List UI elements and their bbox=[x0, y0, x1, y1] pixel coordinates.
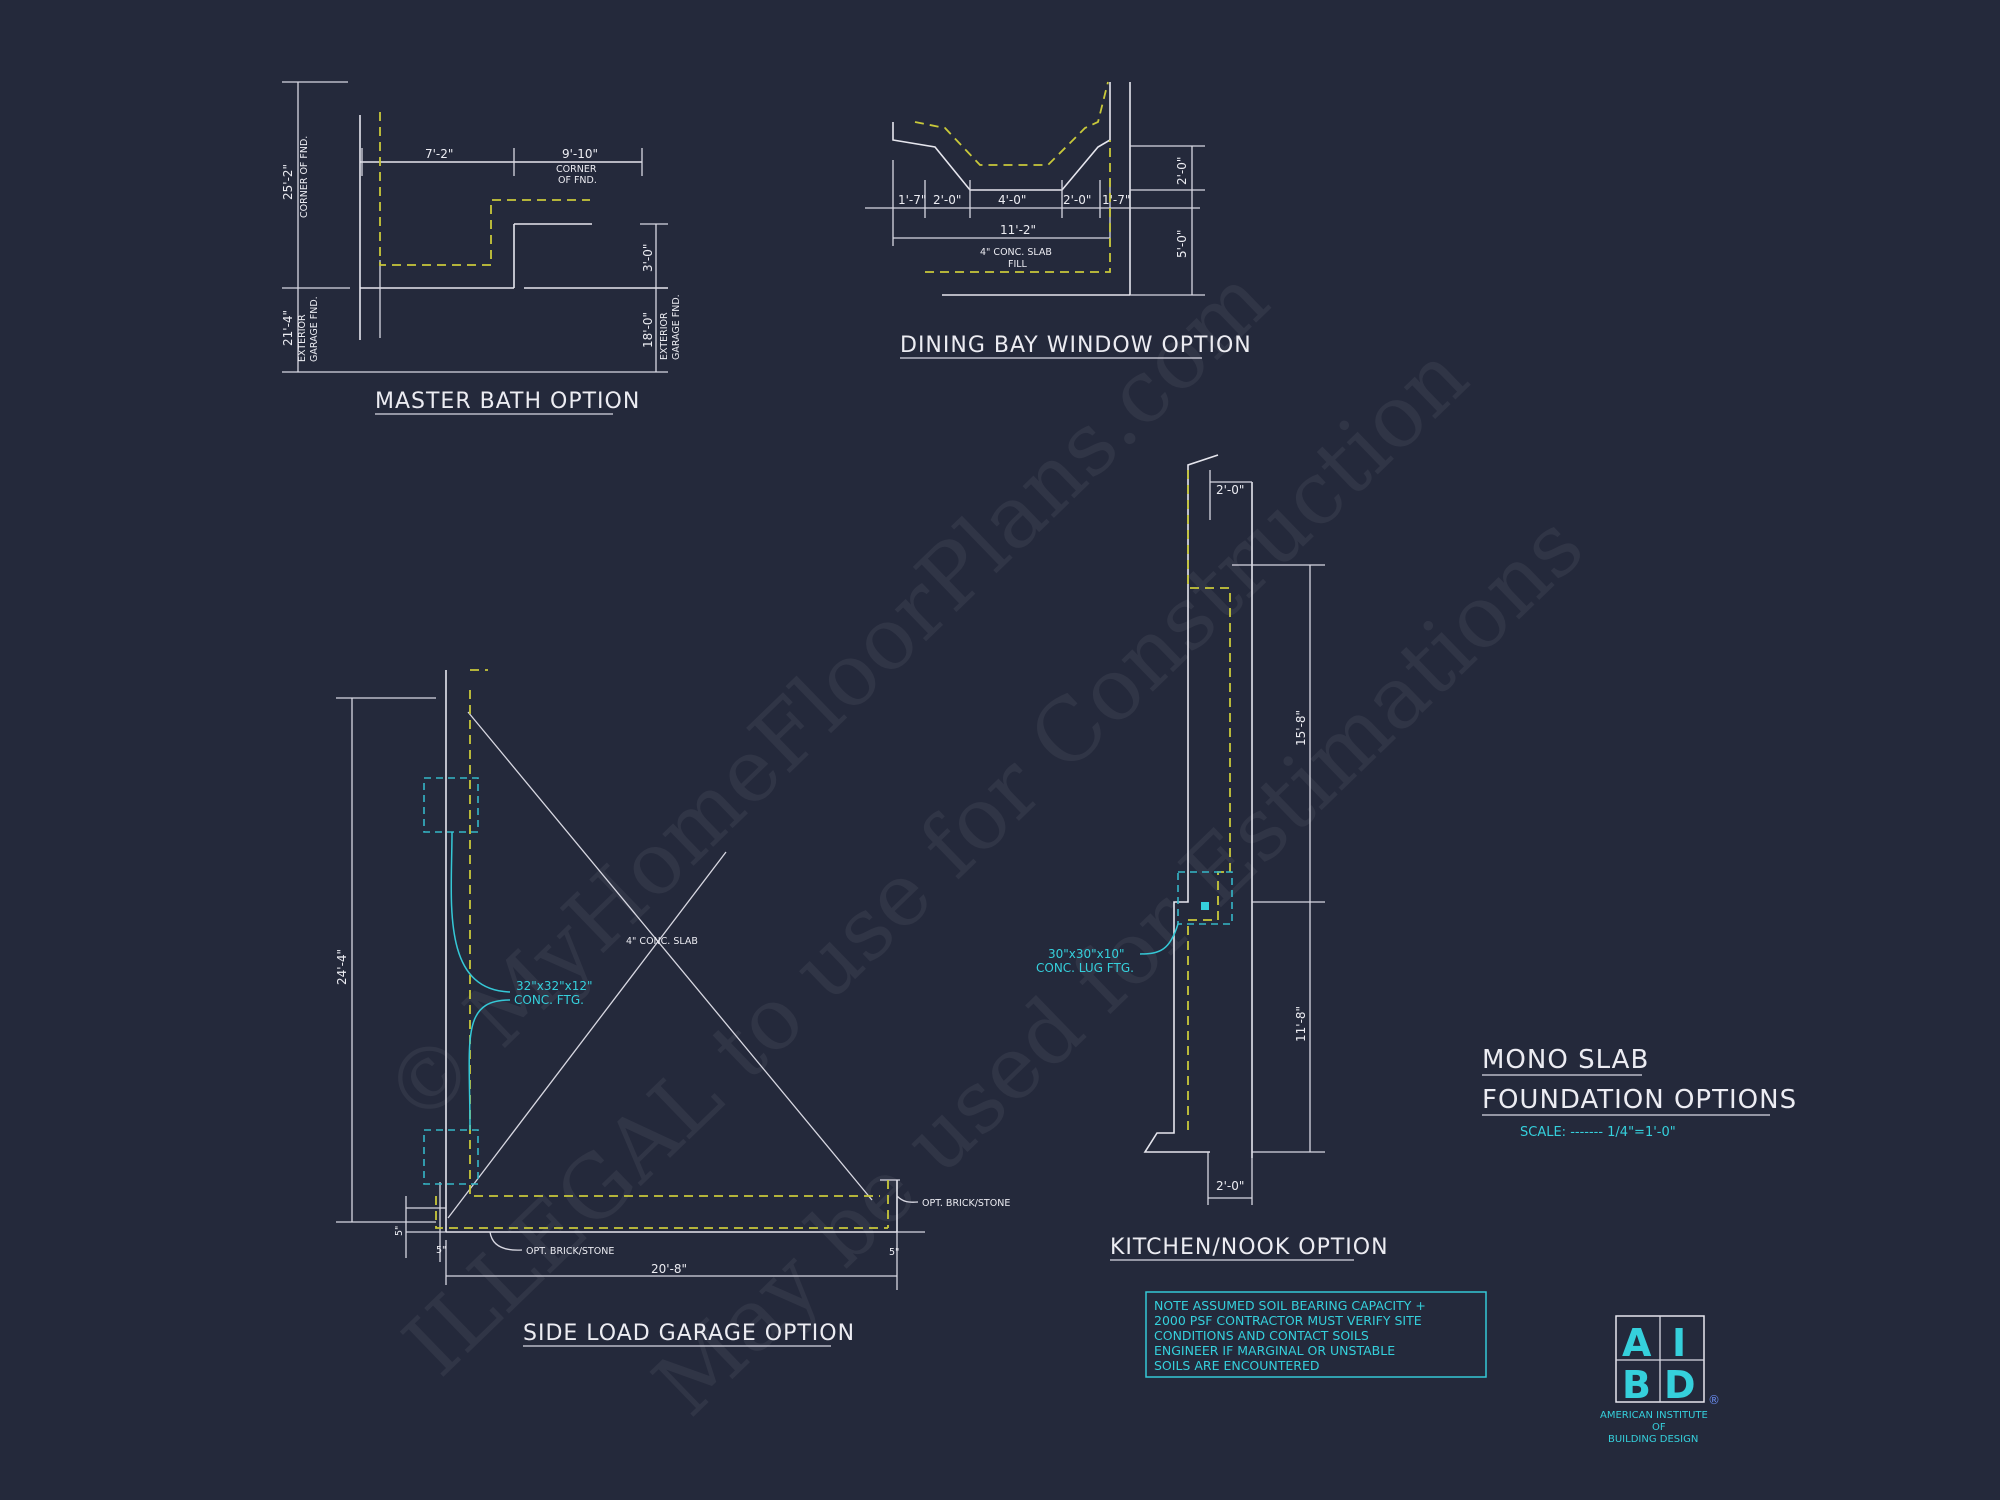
kitchen-upper-height-dim: 15'-8" bbox=[1294, 710, 1308, 746]
garage-footing-label: 32"x32"x12" bbox=[516, 979, 593, 993]
garage-brick-right-label: OPT. BRICK/STONE bbox=[922, 1198, 1010, 1209]
garage-height-dim: 24'-4" bbox=[335, 949, 349, 985]
kitchen-top-dim: 2'-0" bbox=[1216, 483, 1244, 497]
garage-small-dim-mid: 5" bbox=[436, 1245, 446, 1256]
garage-slab-label: 4" CONC. SLAB bbox=[626, 936, 698, 947]
master-bath-right-bottom-label-2: GARAGE FND. bbox=[671, 294, 682, 360]
master-bath-corner-label-2: OF FND. bbox=[558, 175, 597, 186]
dining-bay-window-option: 1'-7" 2'-0" 4'-0" 2'-0" 1'-7" 11'-2" 4" … bbox=[865, 81, 1252, 359]
logo-letter-a: A bbox=[1622, 1321, 1652, 1365]
logo-text-line-2: OF bbox=[1652, 1422, 1666, 1433]
garage-footing-bottom bbox=[423, 1129, 479, 1185]
master-bath-left-bottom-label-2: GARAGE FND. bbox=[309, 296, 320, 362]
kitchen-lug-footing bbox=[1177, 871, 1233, 925]
bay-dim-4: 2'-0" bbox=[1063, 193, 1091, 207]
bay-slab-label-2: FILL bbox=[1008, 259, 1028, 270]
garage-small-dim-right: 5" bbox=[889, 1247, 899, 1258]
bay-dim-1: 1'-7" bbox=[898, 193, 926, 207]
logo-letter-i: I bbox=[1672, 1321, 1686, 1365]
bay-dim-3: 4'-0" bbox=[998, 193, 1026, 207]
garage-small-dim-left: 5" bbox=[394, 1226, 405, 1236]
garage-footing-top bbox=[423, 777, 479, 833]
master-bath-corner-dim: 9'-10" bbox=[562, 147, 598, 161]
master-bath-width-dim: 7'-2" bbox=[425, 147, 453, 161]
logo-registered: ® bbox=[1708, 1393, 1720, 1407]
master-bath-left-top-label: CORNER OF FND. bbox=[299, 136, 310, 218]
dining-bay-title: DINING BAY WINDOW OPTION bbox=[900, 333, 1252, 358]
logo-letter-b: B bbox=[1622, 1363, 1651, 1407]
bay-right-bottom-dim: 5'-0" bbox=[1175, 230, 1189, 258]
bay-dim-2: 2'-0" bbox=[933, 193, 961, 207]
sheet-title-block: MONO SLAB FOUNDATION OPTIONS SCALE: ----… bbox=[1482, 1045, 1797, 1140]
garage-footing-label-2: CONC. FTG. bbox=[514, 993, 584, 1007]
garage-brick-bottom-label: OPT. BRICK/STONE bbox=[526, 1246, 614, 1257]
bay-right-top-dim: 2'-0" bbox=[1175, 157, 1189, 185]
master-bath-right-bottom-dim: 18'-0" bbox=[641, 312, 655, 348]
kitchen-lug-marker bbox=[1201, 902, 1209, 910]
kitchen-lug-label: 30"x30"x10" bbox=[1048, 947, 1125, 961]
master-bath-corner-label: CORNER bbox=[556, 164, 597, 175]
logo-text-line-3: BUILDING DESIGN bbox=[1608, 1434, 1698, 1445]
watermark: © MyHomeFloorPlans.com ILLEGAL to use fo… bbox=[365, 249, 1603, 1435]
master-bath-left-top-dim: 25'-2" bbox=[281, 164, 295, 200]
master-bath-left-bottom-label: EXTERIOR bbox=[297, 314, 308, 362]
garage-width-dim: 20'-8" bbox=[651, 1262, 687, 1276]
soil-note-line-3: CONDITIONS AND CONTACT SOILS bbox=[1154, 1328, 1369, 1343]
soil-note-line-2: 2000 PSF CONTRACTOR MUST VERIFY SITE bbox=[1154, 1313, 1422, 1328]
master-bath-left-bottom-dim: 21'-4" bbox=[281, 310, 295, 346]
side-load-garage-option: 4" CONC. SLAB 32"x32"x12" CONC. FTG. 24'… bbox=[335, 669, 1010, 1347]
bay-slab-label: 4" CONC. SLAB bbox=[980, 247, 1052, 258]
kitchen-lug-label-2: CONC. LUG FTG. bbox=[1036, 961, 1134, 975]
master-bath-right-top-dim: 3'-0" bbox=[641, 244, 655, 272]
kitchen-nook-option: 2'-0" 2'-0" 15'-8" 11'-8" 30"x30"x10" CO… bbox=[1036, 454, 1389, 1261]
kitchen-lower-height-dim: 11'-8" bbox=[1294, 1006, 1308, 1042]
sheet-title-line-2: FOUNDATION OPTIONS bbox=[1482, 1085, 1797, 1115]
master-bath-right-bottom-label: EXTERIOR bbox=[659, 312, 670, 360]
logo-text-line-1: AMERICAN INSTITUTE bbox=[1600, 1410, 1708, 1421]
soil-note-line-1: NOTE ASSUMED SOIL BEARING CAPACITY + bbox=[1154, 1298, 1426, 1313]
master-bath-title: MASTER BATH OPTION bbox=[375, 389, 640, 414]
aibd-logo: A I B D ® AMERICAN INSTITUTE OF BUILDING… bbox=[1600, 1315, 1720, 1445]
kitchen-nook-title: KITCHEN/NOOK OPTION bbox=[1110, 1235, 1389, 1260]
kitchen-bottom-dim: 2'-0" bbox=[1216, 1179, 1244, 1193]
master-bath-option: 7'-2" 9'-10" CORNER OF FND. 25'-2" CORNE… bbox=[281, 81, 682, 415]
bay-total-dim: 11'-2" bbox=[1000, 223, 1036, 237]
sheet-title-line-1: MONO SLAB bbox=[1482, 1045, 1649, 1075]
soil-note: NOTE ASSUMED SOIL BEARING CAPACITY + 200… bbox=[1145, 1291, 1487, 1378]
soil-note-line-5: SOILS ARE ENCOUNTERED bbox=[1154, 1358, 1320, 1373]
logo-letter-d: D bbox=[1664, 1363, 1696, 1407]
sheet-scale: SCALE: ------- 1/4"=1'-0" bbox=[1520, 1125, 1676, 1140]
soil-note-line-4: ENGINEER IF MARGINAL OR UNSTABLE bbox=[1154, 1343, 1395, 1358]
side-load-garage-title: SIDE LOAD GARAGE OPTION bbox=[523, 1321, 855, 1346]
bay-dim-5: 1'-7" bbox=[1102, 193, 1130, 207]
